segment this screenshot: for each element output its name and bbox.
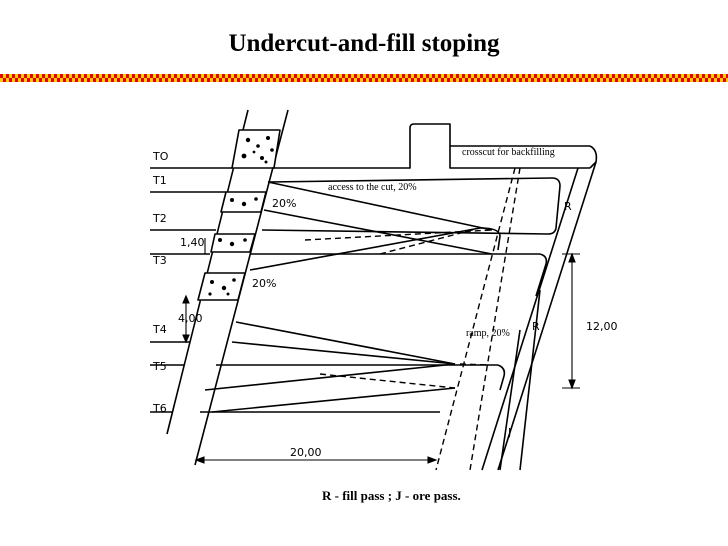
level-label-t6: T6 [152,402,167,415]
page-title: Undercut-and-fill stoping [228,30,500,57]
grade-label-upper: 20% [272,197,296,210]
level-label-t1: T1 [152,174,167,187]
fill-pass-label-middle: R [532,320,540,333]
level-label-t5: T5 [152,360,167,373]
ore-pass-label: J [507,426,511,439]
level-label-t3: T3 [152,254,167,267]
annotation-access: access to the cut, 20% [328,182,417,193]
level-label-t2: T2 [152,212,167,225]
annotation-crosscut: crosscut for backfilling [462,147,555,158]
level-label-t0: TO [152,150,169,163]
dimension-label-12-00: 12,00 [586,320,618,333]
dimension-label-1-40: 1,40 [180,236,205,249]
fill-pass-label-upper: R [564,200,572,213]
grade-label-lower: 20% [252,277,276,290]
annotation-ramp: ramp, 20% [466,328,510,339]
dimension-label-20-00: 20,00 [290,446,322,459]
level-label-t4: T4 [152,323,167,336]
dimension-label-4-00: 4,00 [178,312,203,325]
legend-caption: R - fill pass ; J - ore pass. [322,488,461,503]
title-divider-band [0,74,728,82]
